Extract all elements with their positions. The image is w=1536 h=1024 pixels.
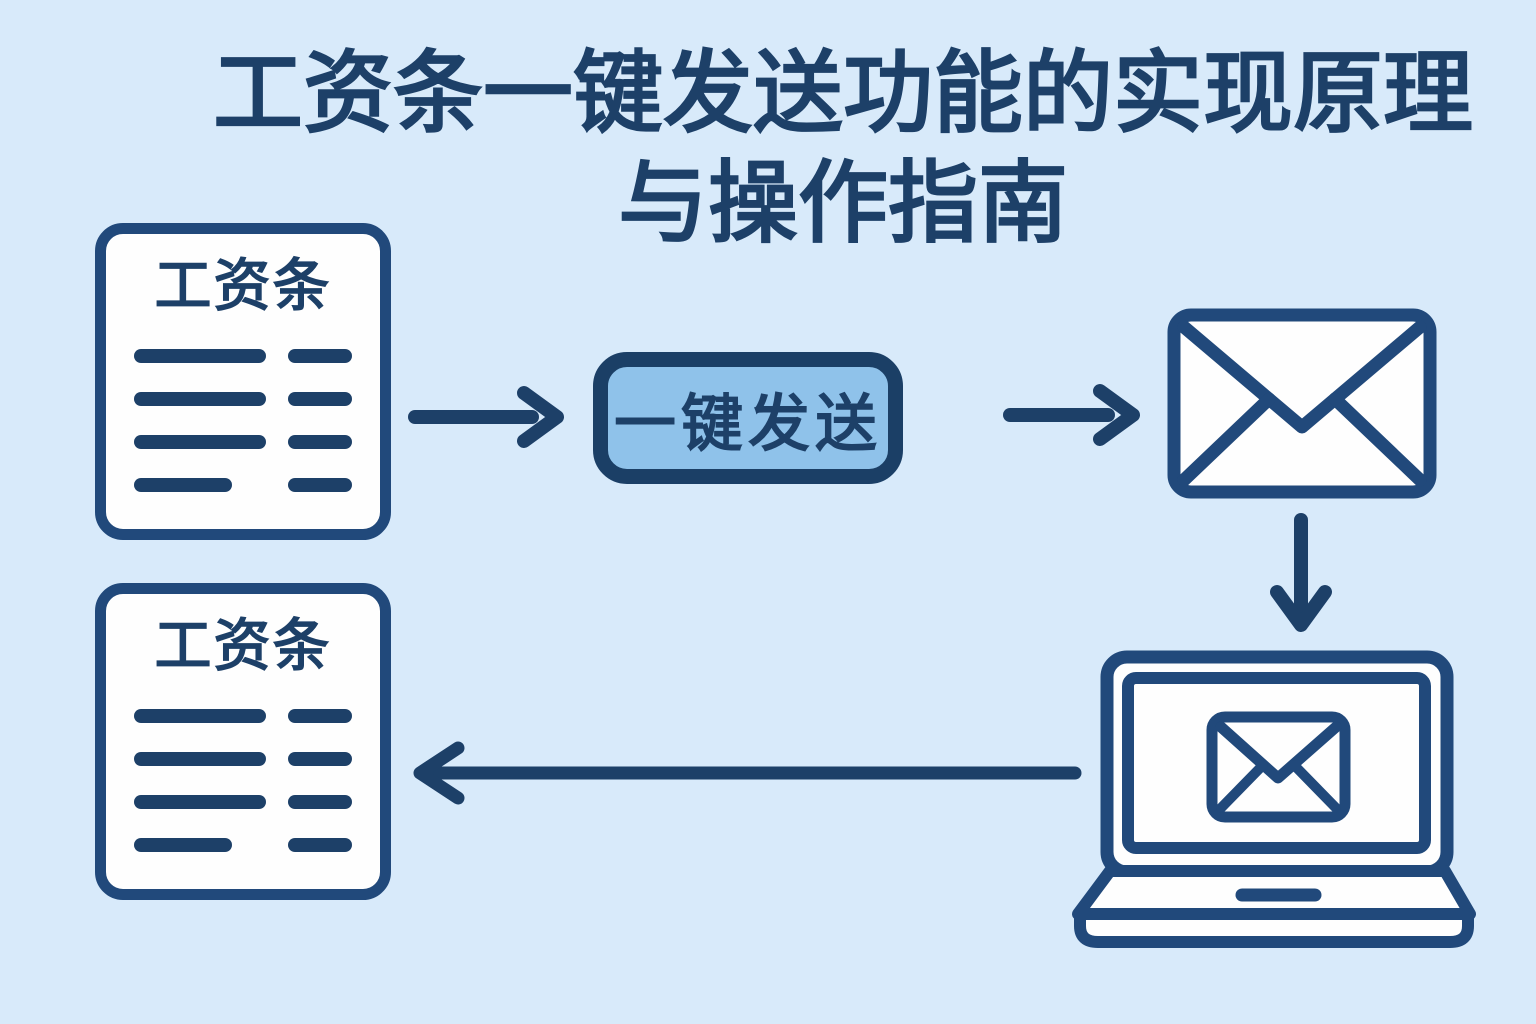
text-line-bar — [288, 392, 352, 406]
text-line-bar — [288, 795, 352, 809]
text-line-bar — [134, 392, 266, 406]
arrow-right-icon — [1003, 384, 1140, 446]
laptop-envelope-icon — [1072, 650, 1476, 948]
text-line-row — [134, 752, 352, 766]
text-line-bar — [134, 752, 266, 766]
text-line-row — [134, 392, 352, 406]
source-payslip-card: 工资条 — [95, 223, 391, 540]
text-line-row — [134, 478, 352, 492]
text-line-bar — [134, 838, 232, 852]
source-payslip-label: 工资条 — [154, 254, 332, 318]
title-line-2: 与操作指南 — [618, 153, 1068, 254]
received-payslip-card: 工资条 — [95, 583, 391, 900]
text-line-row — [134, 435, 352, 449]
payslip-document-icon — [106, 349, 380, 492]
text-line-bar — [134, 435, 266, 449]
text-line-bar — [288, 752, 352, 766]
text-line-bar — [288, 838, 352, 852]
text-line-bar — [134, 478, 232, 492]
title-line-1: 工资条一键发送功能的实现原理 — [213, 44, 1473, 144]
text-line-bar — [134, 709, 266, 723]
text-line-row — [134, 838, 352, 852]
arrow-down-icon — [1270, 513, 1332, 632]
text-line-bar — [288, 478, 352, 492]
payslip-document-icon — [106, 709, 380, 852]
text-line-bar — [288, 709, 352, 723]
envelope-icon — [1167, 308, 1437, 499]
page-title: 工资条一键发送功能的实现原理 与操作指南 — [0, 40, 1536, 260]
arrow-left-icon — [413, 741, 1082, 805]
text-line-row — [134, 709, 352, 723]
envelope-on-screen-icon — [1206, 711, 1351, 823]
text-line-bar — [134, 795, 266, 809]
text-line-bar — [134, 349, 266, 363]
one-click-send-button[interactable]: 一键发送 — [593, 352, 903, 484]
text-line-row — [134, 349, 352, 363]
laptop-base — [1072, 865, 1476, 948]
text-line-bar — [288, 435, 352, 449]
text-line-bar — [288, 349, 352, 363]
received-payslip-label: 工资条 — [154, 614, 332, 678]
arrow-right-icon — [408, 386, 564, 448]
text-line-row — [134, 795, 352, 809]
